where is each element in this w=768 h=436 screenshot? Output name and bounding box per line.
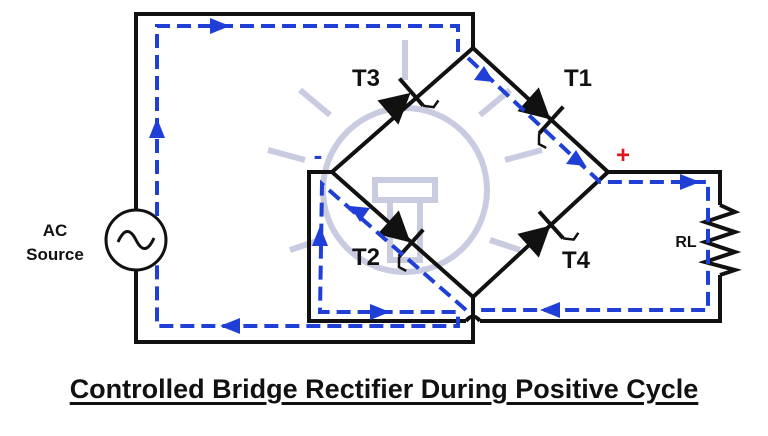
arrow-right-icon	[680, 174, 700, 190]
return-bottom-wire	[480, 275, 722, 323]
current-path	[155, 24, 710, 328]
ac-source-icon	[104, 208, 168, 272]
thyristor-label-t1: T1	[564, 65, 592, 92]
resistor-rl-icon	[698, 203, 742, 277]
output-top-wire	[608, 170, 722, 205]
minus-sign: -	[314, 140, 323, 170]
minus-node-wire	[307, 170, 466, 323]
arrow-diag-icon	[350, 206, 370, 222]
arrow-up-icon	[312, 226, 328, 246]
arrow-left-icon	[540, 302, 560, 318]
left-bottom-wire	[134, 261, 475, 344]
thyristor-t3-icon	[377, 77, 440, 125]
thyristor-t1-icon	[517, 87, 565, 150]
thyristor-label-t4: T4	[562, 247, 591, 274]
thyristor-t2-icon	[377, 210, 425, 273]
load-label: RL	[675, 234, 697, 251]
thyristor-label-t3: T3	[352, 65, 380, 92]
source-label: Source	[26, 245, 84, 264]
arrow-up-icon	[149, 118, 165, 138]
plus-sign: +	[616, 142, 630, 169]
current-arrows	[149, 18, 700, 334]
thyristor-label-t2: T2	[352, 244, 380, 271]
thyristor-t4-icon	[517, 210, 580, 258]
arrow-right-icon	[210, 18, 230, 34]
left-loop-wire	[134, 12, 475, 219]
labels: AC Source RL T3 T1 T2 T4 + -	[26, 65, 697, 274]
arrow-right-icon	[370, 304, 390, 320]
arrow-left-icon	[220, 318, 240, 334]
source-label: AC	[43, 221, 68, 240]
arrow-diag-icon	[566, 150, 586, 166]
circuit-svg: AC Source RL T3 T1 T2 T4 + -	[26, 12, 742, 344]
arrow-diag-icon	[474, 66, 494, 82]
diagram-title: Controlled Bridge Rectifier During Posit…	[69, 374, 699, 404]
crossover-hop	[464, 314, 482, 323]
